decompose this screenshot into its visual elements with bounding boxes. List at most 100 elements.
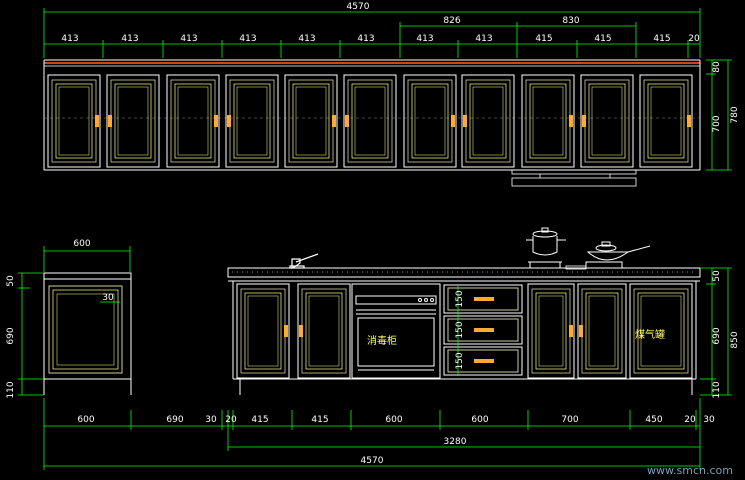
cabinet-door	[521, 74, 575, 168]
dim-island-width: 600	[73, 239, 90, 249]
dim-drawer-150: 150	[455, 321, 465, 338]
dim-drawer-150: 150	[455, 290, 465, 307]
dim-top-row: 413	[121, 34, 138, 44]
door-handle	[463, 115, 467, 127]
door-handle	[345, 115, 349, 127]
drawer-stack	[443, 284, 523, 376]
door-handle	[332, 115, 336, 127]
door-handle	[95, 115, 99, 127]
watermark: www.smcn.com	[647, 464, 733, 477]
dim-bottom-row: 700	[561, 415, 578, 425]
door-handle	[451, 115, 455, 127]
dim-bottom-row: 600	[385, 415, 402, 425]
dim-top-row: 20	[688, 34, 700, 44]
door-handle	[299, 325, 303, 337]
door-handle	[569, 325, 573, 337]
dim-bottom-row: 20	[225, 415, 237, 425]
gas-tank-label: 煤气罐	[635, 328, 665, 341]
dim-top-row: 413	[298, 34, 315, 44]
dim-bottom-row: 20	[684, 415, 696, 425]
disinfection-cabinet-label: 消毒柜	[367, 334, 397, 347]
cabinet-door	[297, 283, 351, 379]
dim-top-row: 415	[535, 34, 552, 44]
bottom-dimensions	[43, 398, 701, 470]
dim-top-row: 415	[594, 34, 611, 44]
door-handle	[284, 325, 288, 337]
cabinet-door	[461, 74, 515, 168]
dim-island-110: 110	[6, 381, 16, 398]
dim-top-826: 826	[443, 16, 460, 26]
door-handle	[569, 115, 573, 127]
dim-base-110: 110	[712, 381, 722, 398]
door-handle	[687, 115, 691, 127]
dim-bottom-row: 30	[703, 415, 715, 425]
dim-island-690: 690	[6, 327, 16, 344]
cabinet-door	[225, 74, 279, 168]
cabinet-door	[47, 74, 101, 168]
dim-top-row: 413	[180, 34, 197, 44]
cabinet-door	[106, 74, 160, 168]
wok	[585, 241, 651, 269]
dim-base-850: 850	[730, 331, 740, 348]
base-countertop	[227, 267, 701, 380]
dim-top-row: 413	[239, 34, 256, 44]
dim-top-total: 4570	[347, 2, 370, 12]
dim-bottom-row: 690	[166, 415, 183, 425]
faucet	[289, 253, 319, 269]
dim-top-row: 413	[416, 34, 433, 44]
dim-upper-780: 780	[730, 106, 740, 123]
burner	[565, 265, 587, 270]
dim-drawer-150: 150	[455, 352, 465, 369]
dim-bottom-row: 450	[645, 415, 662, 425]
dim-top-row: 415	[653, 34, 670, 44]
island-width-dimension	[43, 246, 131, 272]
dim-base-690: 690	[712, 327, 722, 344]
dim-island-30: 30	[102, 293, 114, 303]
dim-bottom-row: 415	[251, 415, 268, 425]
top-dimensions	[43, 8, 701, 58]
top-row-dim-labels: 413 413 413 413 413 413 413 413 415 415 …	[61, 34, 700, 44]
dim-bottom-row: 600	[471, 415, 488, 425]
dim-base-50: 50	[712, 270, 722, 282]
dim-bottom-row: 415	[311, 415, 328, 425]
dim-top-830: 830	[562, 16, 579, 26]
door-handle	[579, 325, 583, 337]
door-handle	[214, 115, 218, 127]
door-handle	[582, 115, 586, 127]
dim-top-row: 413	[475, 34, 492, 44]
cabinet-door	[580, 74, 634, 168]
disinfection-cabinet	[351, 283, 441, 379]
dim-bottom-total: 4570	[361, 456, 384, 466]
cabinet-door	[284, 74, 338, 168]
cabinet-door	[527, 283, 575, 379]
range-hood	[511, 169, 637, 187]
dim-upper-80: 80	[712, 61, 722, 73]
bottom-row-dim-labels: 600 690 30 20 415 415 600 600 700 450 20…	[77, 415, 715, 425]
dim-bottom-row: 30	[205, 415, 217, 425]
drawer-handles	[474, 297, 494, 363]
upper-height-dimensions	[706, 59, 732, 171]
cabinet-door	[577, 283, 627, 379]
upper-cabinet-doors	[47, 74, 693, 168]
dim-top-row: 413	[61, 34, 78, 44]
cabinet-door	[639, 74, 693, 168]
cabinet-door	[629, 283, 693, 379]
base-height-dimensions	[700, 267, 732, 396]
base-cabinet-doors	[236, 283, 693, 379]
cabinet-door	[166, 74, 220, 168]
door-handle	[108, 115, 112, 127]
upper-cabinets	[43, 59, 701, 171]
cabinet-door	[343, 74, 397, 168]
cabinet-door	[403, 74, 457, 168]
stock-pot	[526, 227, 566, 269]
dim-top-row: 413	[357, 34, 374, 44]
island-height-dimensions	[18, 272, 44, 396]
dim-bottom-row: 600	[77, 415, 94, 425]
door-handle	[227, 115, 231, 127]
cabinet-door	[236, 283, 290, 379]
dim-island-50: 50	[6, 275, 16, 287]
island-cabinet	[43, 272, 132, 395]
dim-base-run: 3280	[444, 437, 467, 447]
dim-upper-700: 700	[712, 115, 722, 132]
